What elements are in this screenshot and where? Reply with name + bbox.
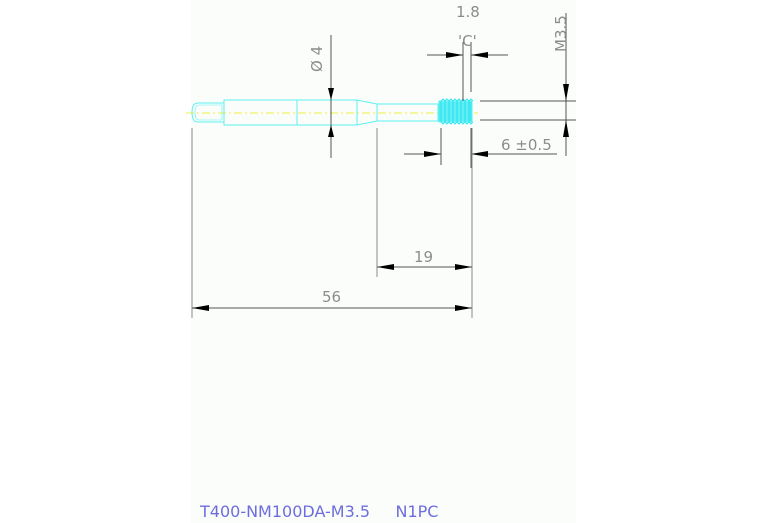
dim-text-chamfer: 1.8	[456, 3, 480, 21]
dim-text-thread-length: 6 ±0.5	[501, 136, 552, 154]
dim-text-chamfer-label: 'C'	[458, 32, 477, 50]
part-number: T400-NM100DA-M3.5	[200, 502, 371, 521]
dimension-neck-length	[376, 128, 473, 318]
square-end	[191, 102, 225, 123]
dimension-chamfer	[427, 42, 508, 101]
dim-text-diameter: Ø 4	[308, 46, 326, 72]
dim-text-thread-size: M3.5	[552, 15, 570, 52]
shank	[223, 99, 358, 126]
dimension-shank-diameter	[328, 35, 334, 158]
neck	[376, 103, 439, 122]
square-end-inner	[194, 104, 223, 121]
title-block: T400-NM100DA-M3.5 N1PC	[200, 502, 438, 521]
dim-text-neck-length: 19	[414, 248, 433, 266]
dimension-overall-length	[191, 128, 472, 318]
taper	[356, 99, 378, 126]
thread	[438, 98, 474, 125]
dimension-thread-length	[404, 128, 557, 168]
drawing-sheet	[191, 0, 576, 523]
quantity-code: N1PC	[395, 502, 439, 521]
dim-text-overall-length: 56	[322, 288, 341, 306]
dimension-thread-size	[480, 13, 576, 156]
